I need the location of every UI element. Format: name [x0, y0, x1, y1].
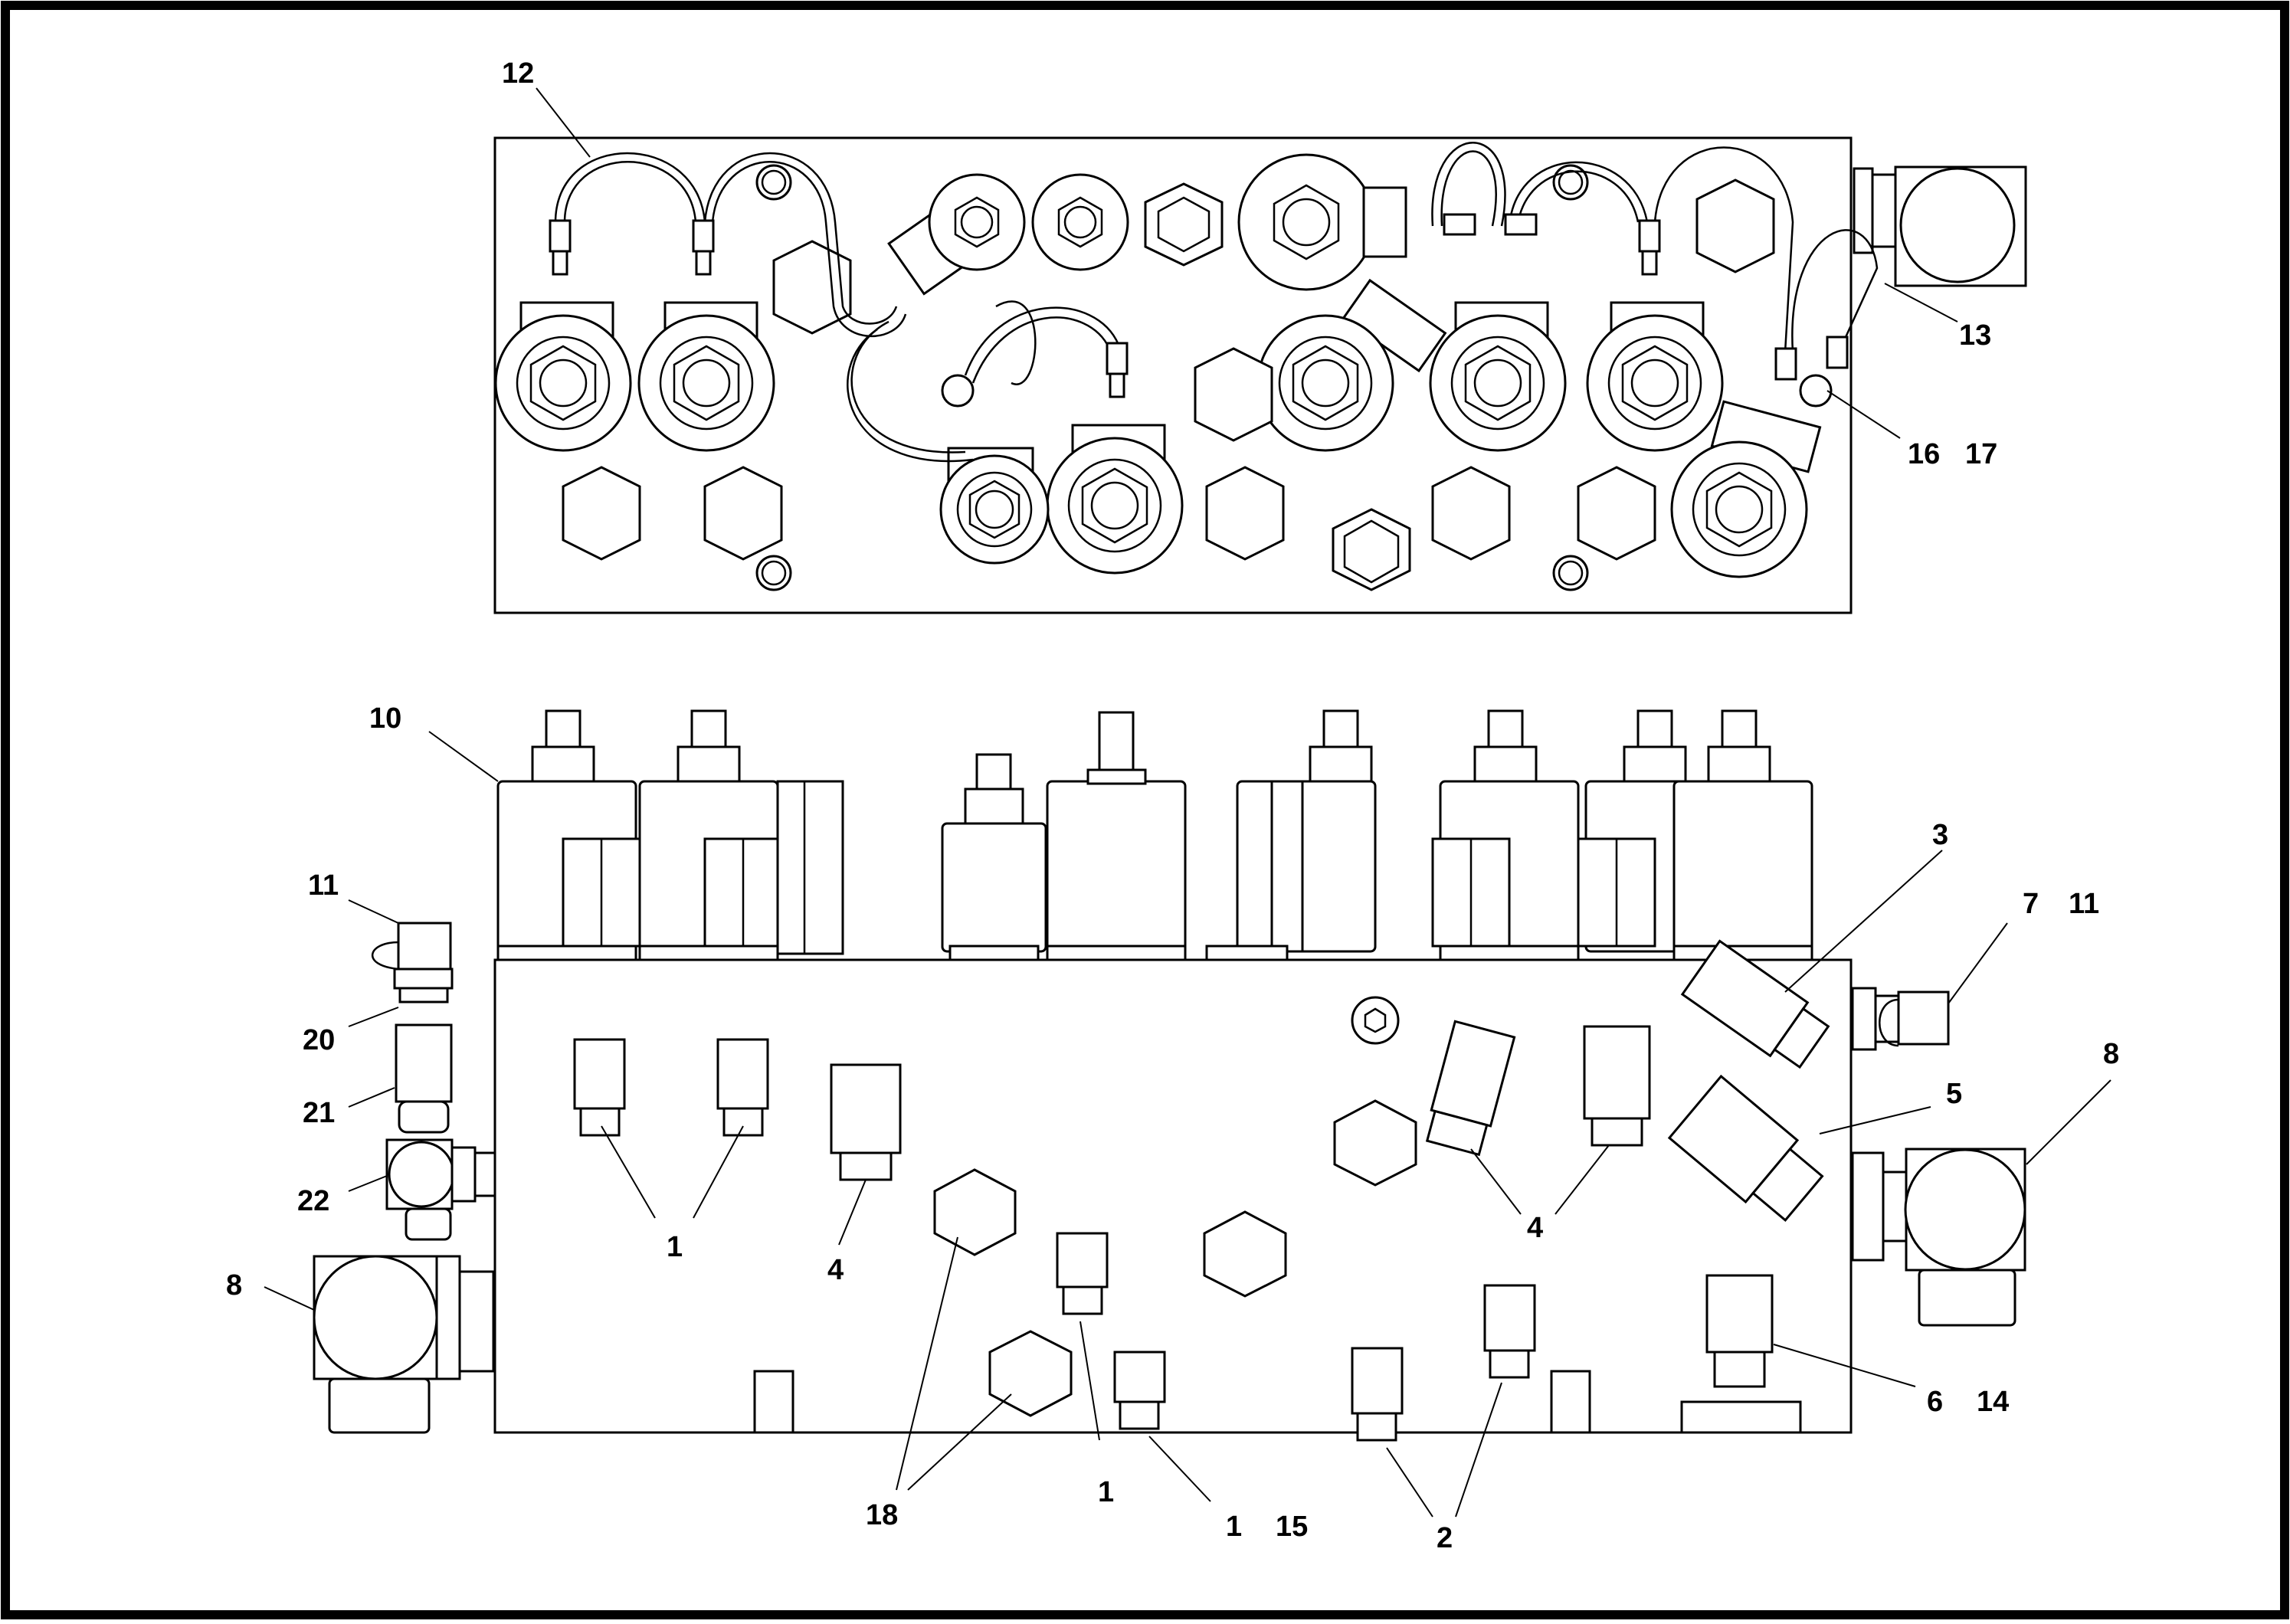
coil-b	[637, 301, 775, 452]
leader-lines	[264, 87, 2111, 1518]
callout-4-right: 4	[1527, 1212, 1543, 1244]
coil-a	[494, 301, 632, 452]
side-hex-plugs	[753, 996, 1591, 1434]
coil-c	[1046, 424, 1184, 575]
top-wiring	[554, 142, 1879, 463]
callout-15: 15	[1276, 1511, 1308, 1543]
coil-f	[1429, 301, 1567, 452]
coil-i	[1237, 153, 1407, 291]
callout-5: 5	[1946, 1078, 1962, 1110]
coil-e	[1256, 278, 1447, 452]
callout-11-left: 11	[308, 869, 339, 902]
callout-7: 7	[2023, 888, 2039, 920]
callout-10: 10	[369, 702, 401, 735]
callout-4-left: 4	[827, 1254, 844, 1286]
callout-12: 12	[502, 57, 534, 90]
manifold-side-view	[313, 709, 2026, 1442]
callout-17: 17	[1965, 438, 1997, 470]
valve-s1	[887, 173, 1026, 296]
callout-11-right: 11	[2069, 888, 2099, 920]
valve-s2	[1031, 173, 1129, 271]
top-fitting-body	[1871, 173, 1897, 248]
callout-22: 22	[297, 1185, 329, 1217]
top-elbow-circle	[1899, 167, 2016, 283]
callout-20: 20	[303, 1024, 335, 1056]
left-side-fittings	[313, 922, 496, 1434]
coil-d	[939, 447, 1050, 565]
top-fitting-hex	[1853, 167, 1874, 254]
callout-1-left: 1	[667, 1231, 683, 1263]
right-side-fittings	[1851, 987, 2026, 1327]
top-small-valves	[887, 173, 1129, 296]
side-cartridges	[573, 939, 1830, 1442]
callout-8-right: 8	[2103, 1038, 2119, 1070]
callout-16: 16	[1908, 438, 1940, 470]
callout-13: 13	[1959, 319, 1991, 352]
callout-14: 14	[1977, 1386, 2009, 1418]
callout-21: 21	[303, 1097, 335, 1129]
coil-g	[1586, 301, 1724, 452]
callout-2: 2	[1437, 1522, 1453, 1554]
callout-18: 18	[866, 1499, 898, 1531]
callout-8-left: 8	[226, 1269, 242, 1301]
callout-1-mid: 1	[1098, 1476, 1114, 1508]
callout-labels: 12 13 16 17 10 11 20 21 22 8 1 4 18 1 1 …	[226, 57, 2119, 1554]
top-hex-plugs	[562, 178, 1775, 591]
callout-1-bottom: 1	[1226, 1511, 1242, 1543]
manifold-top-view	[493, 136, 2027, 614]
coil-h	[1670, 400, 1822, 578]
top-connectors	[549, 213, 1849, 408]
callout-6: 6	[1927, 1386, 1943, 1418]
callout-3: 3	[1932, 819, 1948, 851]
top-solenoid-coils	[494, 153, 1822, 578]
side-solenoids	[496, 709, 1813, 961]
